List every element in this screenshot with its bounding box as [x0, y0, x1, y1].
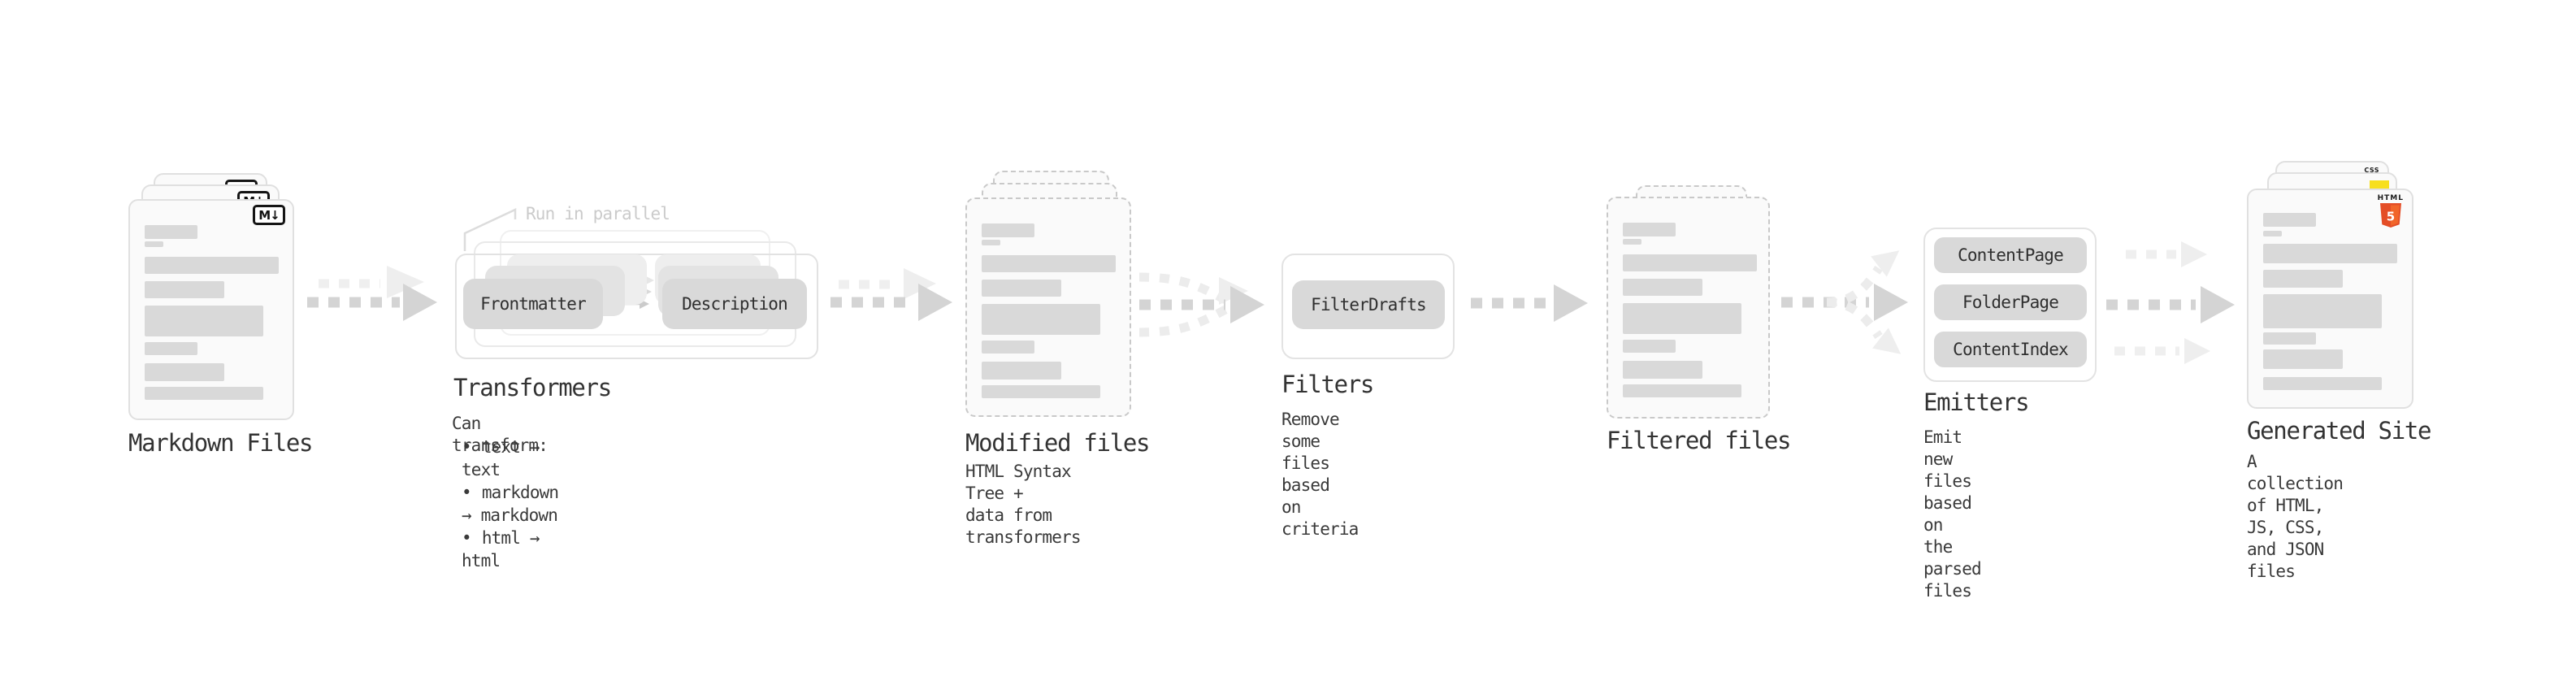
skeleton-bar	[982, 385, 1100, 398]
parallel-note: Run in parallel	[526, 204, 670, 223]
stage-title: Emitters	[1923, 388, 2030, 416]
stage-title: Filters	[1281, 371, 1374, 398]
list-item: html → html	[462, 527, 558, 572]
html5-icon: HTML 5	[2378, 194, 2404, 228]
arrow-markdown-to-transformers	[307, 266, 437, 321]
stage-title: Transformers	[453, 374, 612, 401]
skeleton-bar	[1623, 384, 1741, 397]
skeleton-bar	[2263, 377, 2382, 390]
skeleton-bar	[1623, 223, 1676, 236]
stage-caption: HTML Syntax Tree + data from transformer…	[965, 462, 1081, 547]
skeleton-bar	[145, 387, 263, 400]
arrow-filtered-to-emitters	[1781, 250, 1908, 354]
pill-folderpage: FolderPage	[1934, 284, 2087, 320]
markdown-icon: M↓	[253, 205, 285, 225]
skeleton-bar	[982, 240, 1000, 245]
document-card: HTML 5	[2247, 189, 2413, 409]
skeleton-bar	[982, 304, 1100, 335]
stage-title: Markdown Files	[128, 429, 313, 457]
skeleton-bar	[2263, 213, 2316, 227]
list-item: markdown → markdown	[462, 481, 559, 527]
transform-list: text → text markdown → markdown html → h…	[462, 436, 559, 572]
skeleton-bar	[145, 257, 279, 274]
parallel-note-connector	[463, 208, 517, 251]
skeleton-bar	[982, 362, 1061, 380]
skeleton-bar	[145, 363, 224, 381]
skeleton-bar	[2263, 294, 2382, 328]
stage-caption: Remove some files based on criteria	[1281, 410, 1359, 539]
skeleton-bar	[982, 255, 1116, 272]
document-card	[965, 197, 1131, 417]
stage-title: Filtered files	[1607, 427, 1791, 454]
skeleton-bar	[2263, 349, 2343, 369]
skeleton-bar	[2263, 244, 2397, 263]
skeleton-bar	[145, 241, 163, 247]
document-card: M↓	[128, 199, 294, 420]
arrow-modified-to-filters	[1138, 272, 1264, 337]
skeleton-bar	[2263, 270, 2343, 288]
pill-description: Description	[662, 279, 807, 329]
arrow-transformers-to-modified	[830, 268, 952, 321]
skeleton-bar	[1623, 361, 1702, 379]
skeleton-bar	[145, 306, 263, 336]
document-card	[1607, 197, 1770, 419]
skeleton-bar	[1623, 239, 1641, 245]
skeleton-bar	[145, 342, 197, 355]
arrow-emitters-to-generated	[2106, 241, 2235, 364]
pill-contentpage: ContentPage	[1934, 237, 2087, 273]
stage-title: Modified files	[965, 429, 1150, 457]
javascript-icon	[2370, 180, 2389, 189]
skeleton-bar	[145, 281, 224, 298]
skeleton-bar	[982, 340, 1034, 354]
pill-filterdrafts: FilterDrafts	[1292, 280, 1445, 329]
skeleton-bar	[1623, 303, 1741, 334]
skeleton-bar	[1623, 279, 1702, 296]
html5-shield: 5	[2379, 203, 2401, 228]
skeleton-bar	[1623, 340, 1676, 353]
stage-caption: Emit new files based on the parsed files	[1923, 427, 1982, 601]
pill-contentindex: ContentIndex	[1934, 332, 2087, 367]
svg-text:5: 5	[2387, 210, 2395, 224]
list-item: text → text	[462, 436, 558, 481]
skeleton-bar	[982, 223, 1034, 237]
stage-caption: A collection of HTML, JS, CSS, and JSON …	[2247, 452, 2344, 581]
skeleton-bar	[2263, 231, 2282, 236]
stage-title: Generated Site	[2247, 417, 2431, 445]
skeleton-bar	[1623, 254, 1757, 271]
pill-frontmatter: Frontmatter	[463, 279, 603, 329]
skeleton-bar	[145, 225, 197, 239]
arrow-filters-to-filtered	[1471, 284, 1588, 322]
skeleton-bar	[2263, 332, 2316, 345]
skeleton-bar	[982, 280, 1061, 297]
